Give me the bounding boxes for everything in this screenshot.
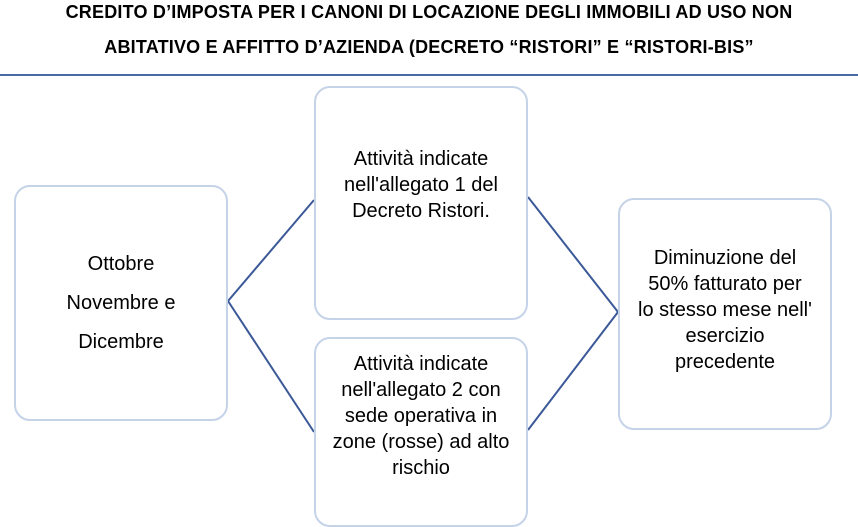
- title-divider: [0, 74, 858, 76]
- activity-box-allegato-2-label: Attività indicate nell'allegato 2 con se…: [332, 353, 510, 479]
- activity-box-allegato-2: Attività indicate nell'allegato 2 con se…: [314, 337, 528, 527]
- connector-period-to-activity-1: [227, 199, 315, 302]
- connector-activity-2-to-condition: [527, 311, 619, 431]
- page-title-line-2: ABITATIVO E AFFITTO D’AZIENDA (DECRETO “…: [104, 37, 754, 57]
- condition-box: Diminuzione del 50% fatturato per lo ste…: [618, 198, 832, 430]
- activity-box-allegato-1-label: Attività indicate nell'allegato 1 del De…: [344, 148, 498, 222]
- activity-box-allegato-1: Attività indicate nell'allegato 1 del De…: [314, 86, 528, 320]
- connector-period-to-activity-2: [227, 300, 315, 433]
- page-title-line-1: CREDITO D’IMPOSTA PER I CANONI DI LOCAZI…: [65, 2, 793, 22]
- condition-box-label: Diminuzione del 50% fatturato per lo ste…: [638, 247, 812, 373]
- diagram-connectors: [227, 196, 619, 433]
- period-box: Ottobre Novembre e Dicembre: [14, 185, 228, 421]
- connector-activity-1-to-condition: [527, 196, 619, 313]
- period-box-label: Ottobre Novembre e Dicembre: [66, 252, 176, 353]
